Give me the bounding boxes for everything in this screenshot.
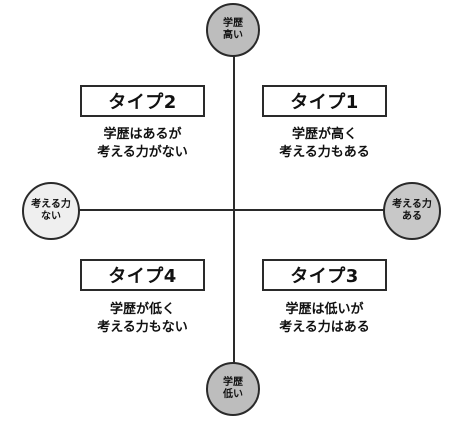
type-3-description: 学歴は低いが 考える力はある bbox=[279, 302, 370, 335]
type-1-title-box: タイプ1 bbox=[262, 85, 387, 117]
type-2-description: 学歴はあるが 考える力がない bbox=[97, 127, 188, 160]
type-1-description: 学歴が高く 考える力もある bbox=[279, 127, 370, 160]
type-4-title-box: タイプ4 bbox=[80, 259, 205, 291]
axis-top-node: 学歴 高い bbox=[206, 3, 260, 57]
type-2-title-box: タイプ2 bbox=[80, 85, 205, 117]
type-4-description: 学歴が低く 考える力もない bbox=[97, 302, 188, 335]
horizontal-axis bbox=[50, 209, 410, 211]
type-3-title-box: タイプ3 bbox=[262, 259, 387, 291]
axis-left-node: 考える力 ない bbox=[22, 182, 80, 240]
axis-bottom-node: 学歴 低い bbox=[206, 362, 260, 416]
axis-right-node: 考える力 ある bbox=[383, 182, 441, 240]
